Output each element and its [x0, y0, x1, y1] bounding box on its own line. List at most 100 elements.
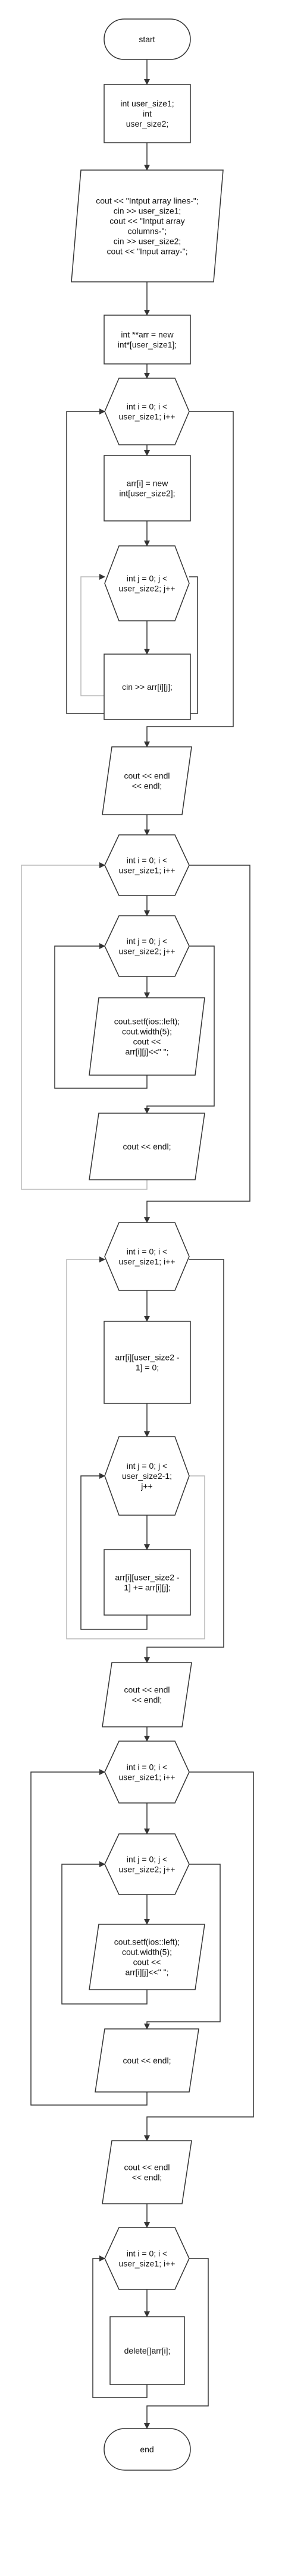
- process-node-shape: [104, 654, 191, 720]
- loop-node-shape: [104, 2227, 190, 2290]
- node-text-line: cout << "Intput array: [109, 216, 184, 226]
- node-text-line: columns-";: [128, 227, 167, 236]
- node-text-line: arr[i] = new: [127, 479, 169, 488]
- node-text-line: cin >> arr[i][j];: [122, 682, 173, 692]
- node-text-line: user_size1; i++: [119, 412, 176, 422]
- node-text-line: int i = 0; i <: [127, 1763, 167, 1772]
- node-text-line: cout << endl;: [123, 1142, 171, 1151]
- process-node-shape: [104, 84, 191, 143]
- node-text-line: cout << endl;: [123, 2056, 171, 2065]
- loop-node-shape: [104, 1741, 190, 1804]
- io-node-shape: [89, 997, 205, 1076]
- io-node-endl1: cout << endl<< endl;: [102, 746, 192, 815]
- loop-node-loop2-j: int j = 0; j <user_size2; j++: [104, 915, 190, 977]
- process-node-shape: [104, 455, 191, 522]
- io-node-endl3: cout << endl<< endl;: [102, 2140, 192, 2204]
- start-label: start: [139, 34, 155, 44]
- node-text-line: cout.width(5);: [122, 1027, 172, 1036]
- process-node-shape: [104, 315, 191, 365]
- io-node-input-sizes: cout << "Intput array lines-";cin >> use…: [71, 169, 224, 282]
- node-text-line: user_size2; j++: [119, 947, 176, 956]
- node-text-line: user_size1; i++: [119, 866, 176, 875]
- node-text-line: user_size1; i++: [119, 1257, 176, 1267]
- loop-node-shape: [104, 915, 190, 977]
- node-text-line: cin >> user_size1;: [114, 206, 181, 216]
- node-text-line: int: [143, 109, 152, 118]
- node-text-line: user_size2; j++: [119, 1865, 176, 1874]
- io-node-endl2: cout << endl<< endl;: [102, 1662, 192, 1727]
- node-text-line: cout << endl: [124, 1685, 170, 1695]
- node-text-line: int user_size1;: [120, 99, 174, 108]
- io-node-shape: [71, 169, 224, 282]
- loop-node-shape: [104, 1436, 190, 1516]
- node-text-line: 1] += arr[i][j];: [124, 1583, 171, 1592]
- end-terminator: end: [104, 2428, 191, 2471]
- loop-node-loop3-i: int i = 0; i <user_size1; i++: [104, 1222, 190, 1291]
- node-text-line: cout << endl: [124, 2163, 170, 2172]
- node-text-line: int i = 0; i <: [127, 2249, 167, 2258]
- node-text-line: cout.setf(ios::left);: [114, 1937, 180, 1947]
- io-node-print1: cout.setf(ios::left);cout.width(5);cout …: [89, 997, 205, 1076]
- connectors: [21, 59, 254, 2429]
- node-text-line: int[user_size2];: [119, 489, 175, 498]
- loop-node-loop5-i: int i = 0; i <user_size1; i++: [104, 2227, 190, 2290]
- loop-node-loop1-j: int j = 0; j <user_size2; j++: [104, 545, 190, 621]
- node-text-line: int i = 0; i <: [127, 1247, 167, 1256]
- process-node-cin-elem: cin >> arr[i][j];: [104, 654, 191, 720]
- node-text-line: user_size1; i++: [119, 1773, 176, 1782]
- node-text-line: cout << "Input array-";: [106, 247, 187, 256]
- node-text-line: cout.width(5);: [122, 1947, 172, 1957]
- node-text-line: int i = 0; i <: [127, 856, 167, 865]
- end-label: end: [140, 2445, 153, 2454]
- node-text-line: cout <<: [133, 1958, 161, 1967]
- node-text-line: int **arr = new: [121, 330, 174, 340]
- node-text-line: user_size1; i++: [119, 2259, 176, 2269]
- node-text-line: 1] = 0;: [136, 1363, 159, 1372]
- io-node-endl-row1: cout << endl;: [89, 1113, 205, 1180]
- node-text-line: cout << endl: [124, 771, 170, 781]
- node-text-line: user_size2-1;: [122, 1471, 172, 1481]
- io-node-shape: [102, 2140, 192, 2204]
- node-text-line: cout << "Intput array lines-";: [96, 196, 199, 206]
- process-node-shape: [109, 2316, 185, 2385]
- start-terminator: start: [104, 18, 191, 60]
- loop-node-shape: [104, 378, 190, 445]
- node-text-line: int j = 0; j <: [127, 1461, 167, 1471]
- loop-node-shape: [104, 834, 190, 896]
- io-node-shape: [95, 2028, 199, 2093]
- loop-node-loop4-j: int j = 0; j <user_size2; j++: [104, 1833, 190, 1895]
- loop-node-shape: [104, 1222, 190, 1291]
- io-node-shape: [102, 746, 192, 815]
- node-text-line: << endl;: [132, 781, 162, 791]
- process-node-delete-row: delete[]arr[i];: [109, 2316, 185, 2385]
- node-text-line: << endl;: [132, 1695, 162, 1705]
- loop-node-loop3-j: int j = 0; j <user_size2-1;j++: [104, 1436, 190, 1516]
- node-text-line: arr[i][user_size2 -: [115, 1353, 179, 1362]
- node-text-line: arr[i][user_size2 -: [115, 1573, 179, 1582]
- node-text-line: int j = 0; j <: [127, 574, 167, 583]
- node-text-line: j++: [140, 1481, 152, 1491]
- node-text-line: int*[user_size1];: [118, 340, 177, 350]
- loop-node-shape: [104, 545, 190, 621]
- node-text-line: int j = 0; j <: [127, 937, 167, 946]
- node-text-line: cin >> user_size2;: [114, 237, 181, 246]
- node-text-line: delete[]arr[i];: [124, 2346, 171, 2355]
- node-text-line: user_size2;: [126, 119, 169, 128]
- process-node-sum-last: arr[i][user_size2 -1] += arr[i][j];: [104, 1549, 191, 1616]
- loop-node-loop4-i: int i = 0; i <user_size1; i++: [104, 1741, 190, 1804]
- node-text-line: arr[i][j]<<" ";: [126, 1968, 169, 1977]
- io-node-shape: [89, 1924, 205, 1990]
- process-node-zero-last: arr[i][user_size2 -1] = 0;: [104, 1321, 191, 1404]
- node-text-line: cout <<: [133, 1037, 161, 1047]
- io-node-endl-row2: cout << endl;: [95, 2028, 199, 2093]
- loop-node-shape: [104, 1833, 190, 1895]
- io-node-print2: cout.setf(ios::left);cout.width(5);cout …: [89, 1924, 205, 1990]
- node-text-line: << endl;: [132, 2173, 162, 2182]
- loop-node-loop2-i: int i = 0; i <user_size1; i++: [104, 834, 190, 896]
- loop-node-loop1-i: int i = 0; i <user_size1; i++: [104, 378, 190, 445]
- process-node-shape: [104, 1321, 191, 1404]
